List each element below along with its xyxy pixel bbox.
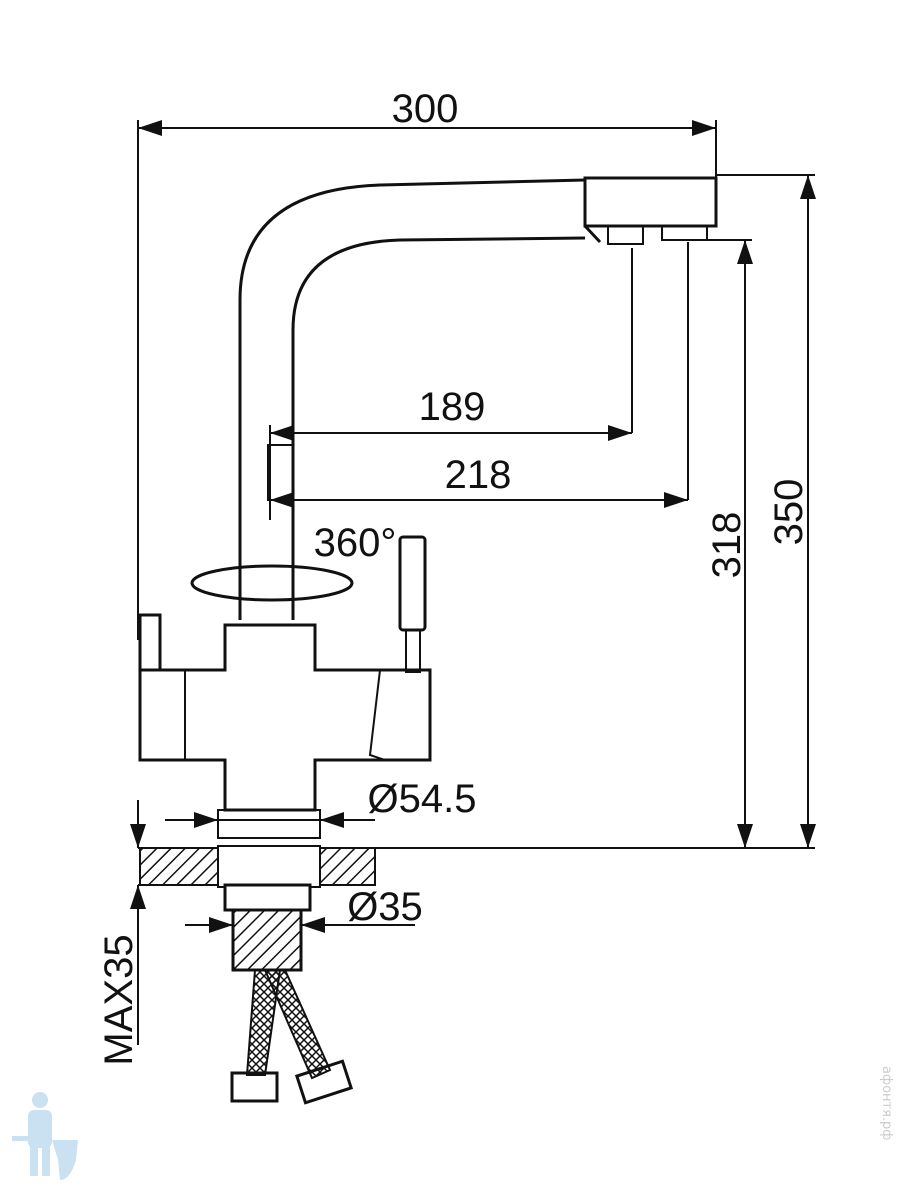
dimension-diameter-35: Ø35 <box>185 885 423 933</box>
supply-hoses <box>230 969 354 1105</box>
dimension-label-54-5: Ø54.5 <box>368 777 477 821</box>
dimension-189: 189 <box>267 248 633 520</box>
spout <box>238 176 718 620</box>
rotation-label: 360° <box>314 521 397 565</box>
dimension-350: 350 <box>716 174 816 848</box>
dimension-label-318: 318 <box>705 512 749 579</box>
faucet-body <box>138 535 432 839</box>
dimension-218: 218 <box>270 242 689 508</box>
dimension-diameter-54-5: Ø54.5 <box>165 777 477 828</box>
dimension-label-218: 218 <box>445 453 512 497</box>
dimension-label-350: 350 <box>767 479 811 546</box>
rotation-indicator: 360° <box>190 521 397 602</box>
dimension-label-300: 300 <box>392 87 459 131</box>
watermark-text: афонтя.рф <box>879 1065 894 1140</box>
countertop-section <box>138 845 815 972</box>
dimension-label-max35: MAX35 <box>97 934 141 1065</box>
dimension-label-189: 189 <box>419 385 486 429</box>
dimension-label-35: Ø35 <box>347 885 423 929</box>
dimension-318: 318 <box>705 239 753 848</box>
plumber-logo-icon <box>12 1092 78 1180</box>
dimension-300: 300 <box>137 87 717 640</box>
dimension-max-35: MAX35 <box>97 800 160 1066</box>
